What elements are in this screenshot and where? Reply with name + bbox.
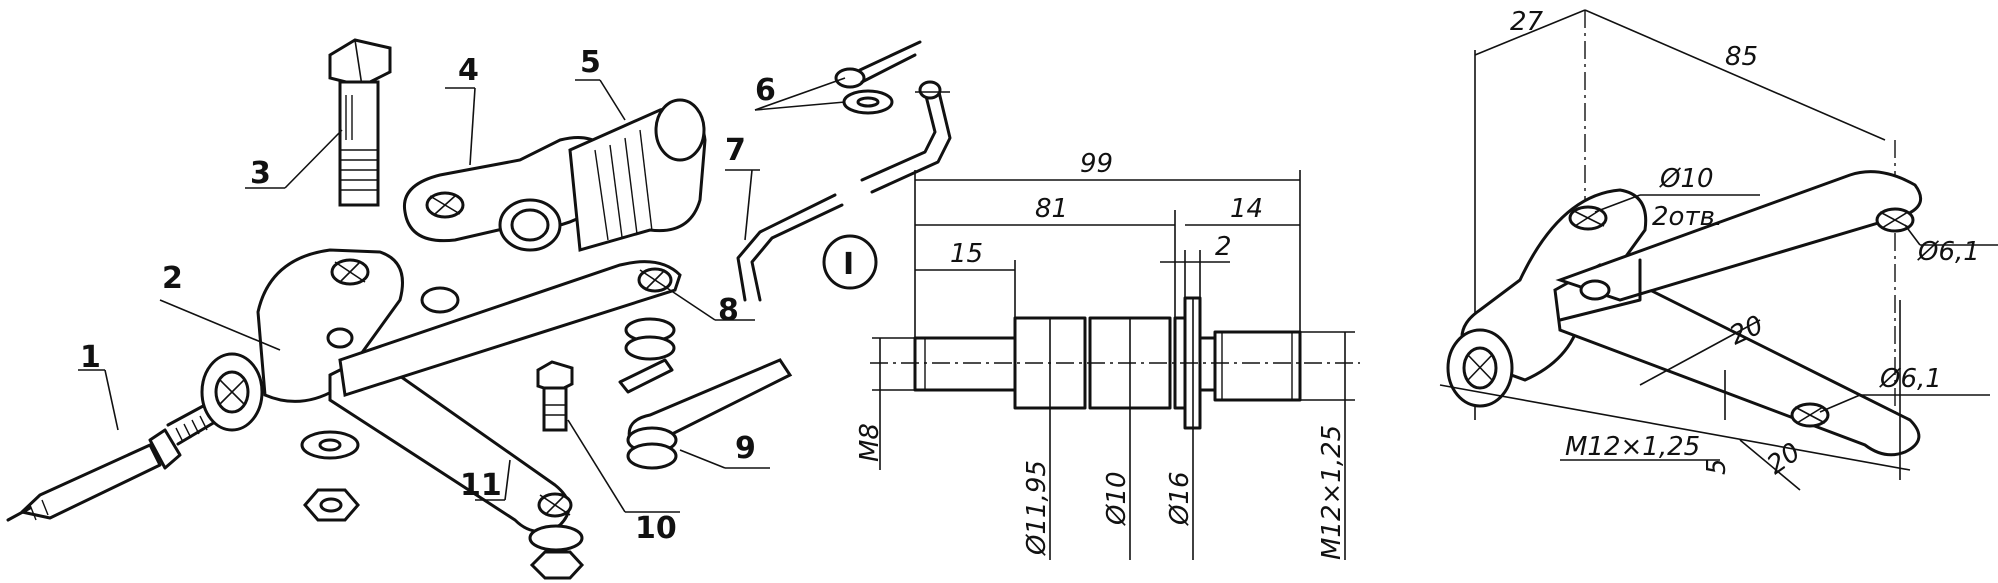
dim-m12-arm: M12×1,25	[1565, 432, 1700, 462]
dim-99: 99	[1080, 149, 1113, 179]
arm-drawing: 27 85 Ø10 2отв. Ø6,1 Ø6,1 20 5 20 M12×1,…	[1439, 7, 1998, 491]
leader-11b	[504, 459, 511, 501]
label-3: 3	[250, 156, 271, 191]
leader-4b	[469, 87, 476, 166]
label-11: 11	[460, 468, 502, 503]
dim-hole10-note: 2отв.	[1652, 202, 1723, 232]
leader-10	[567, 419, 626, 513]
part-6-washer-pin	[834, 40, 922, 115]
label-4: 4	[458, 53, 479, 88]
label-2: 2	[162, 261, 183, 296]
label-6: 6	[755, 73, 776, 108]
axle-drawing: 99 81 14 15 2 M8 Ø11,95 Ø10 Ø16 M12×1,25	[855, 149, 1360, 560]
dim-d16: Ø16	[1165, 471, 1195, 526]
leader-2	[159, 299, 281, 351]
washer-nut-stack-left	[300, 430, 360, 522]
dim-d1195: Ø11,95	[1022, 460, 1052, 556]
leader-8	[669, 289, 716, 321]
part-3-bolt	[328, 38, 392, 207]
label-8: 8	[718, 293, 739, 328]
exploded-assembly: 1 2 3	[6, 38, 952, 580]
leader-1b	[104, 369, 119, 431]
leader-7b	[744, 169, 753, 241]
view-marker-label: I	[843, 247, 854, 282]
dim-2: 2	[1215, 232, 1232, 262]
part-4-clamp	[402, 136, 612, 252]
part-1-axle	[6, 403, 217, 522]
dim-hole10: Ø10	[1659, 164, 1714, 194]
leader-3b	[284, 129, 343, 189]
dim-85: 85	[1725, 42, 1758, 72]
label-7: 7	[725, 133, 746, 168]
leader-6b	[754, 101, 846, 111]
dim-14: 14	[1230, 194, 1263, 224]
part-9-rod-end	[626, 358, 793, 470]
dim-hole61-top: Ø6,1	[1917, 237, 1980, 267]
dim-5: 5	[1702, 458, 1732, 475]
part-7-rod	[736, 80, 952, 302]
washer-nut-stack-right	[528, 524, 585, 580]
washer-pin-8	[618, 317, 676, 394]
view-marker-circle	[822, 234, 878, 290]
label-1: 1	[80, 340, 101, 375]
label-9: 9	[735, 431, 756, 466]
dim-15: 15	[950, 239, 983, 269]
part-5-tube	[568, 98, 707, 252]
part-11-arm	[328, 260, 682, 533]
dim-m8: M8	[855, 423, 885, 462]
dim-m12: M12×1,25	[1317, 425, 1347, 560]
leader-9	[679, 449, 726, 469]
dim-27: 27	[1510, 7, 1544, 37]
dim-hole61-bottom: Ø6,1	[1879, 364, 1942, 394]
dim-81: 81	[1035, 194, 1068, 224]
dim-d10: Ø10	[1102, 471, 1132, 526]
leader-5b	[599, 79, 626, 121]
part-10-bolt	[536, 360, 574, 432]
label-5: 5	[580, 45, 601, 80]
part-2-bracket	[200, 248, 404, 432]
leader-6a	[754, 77, 846, 111]
label-10: 10	[635, 511, 677, 546]
